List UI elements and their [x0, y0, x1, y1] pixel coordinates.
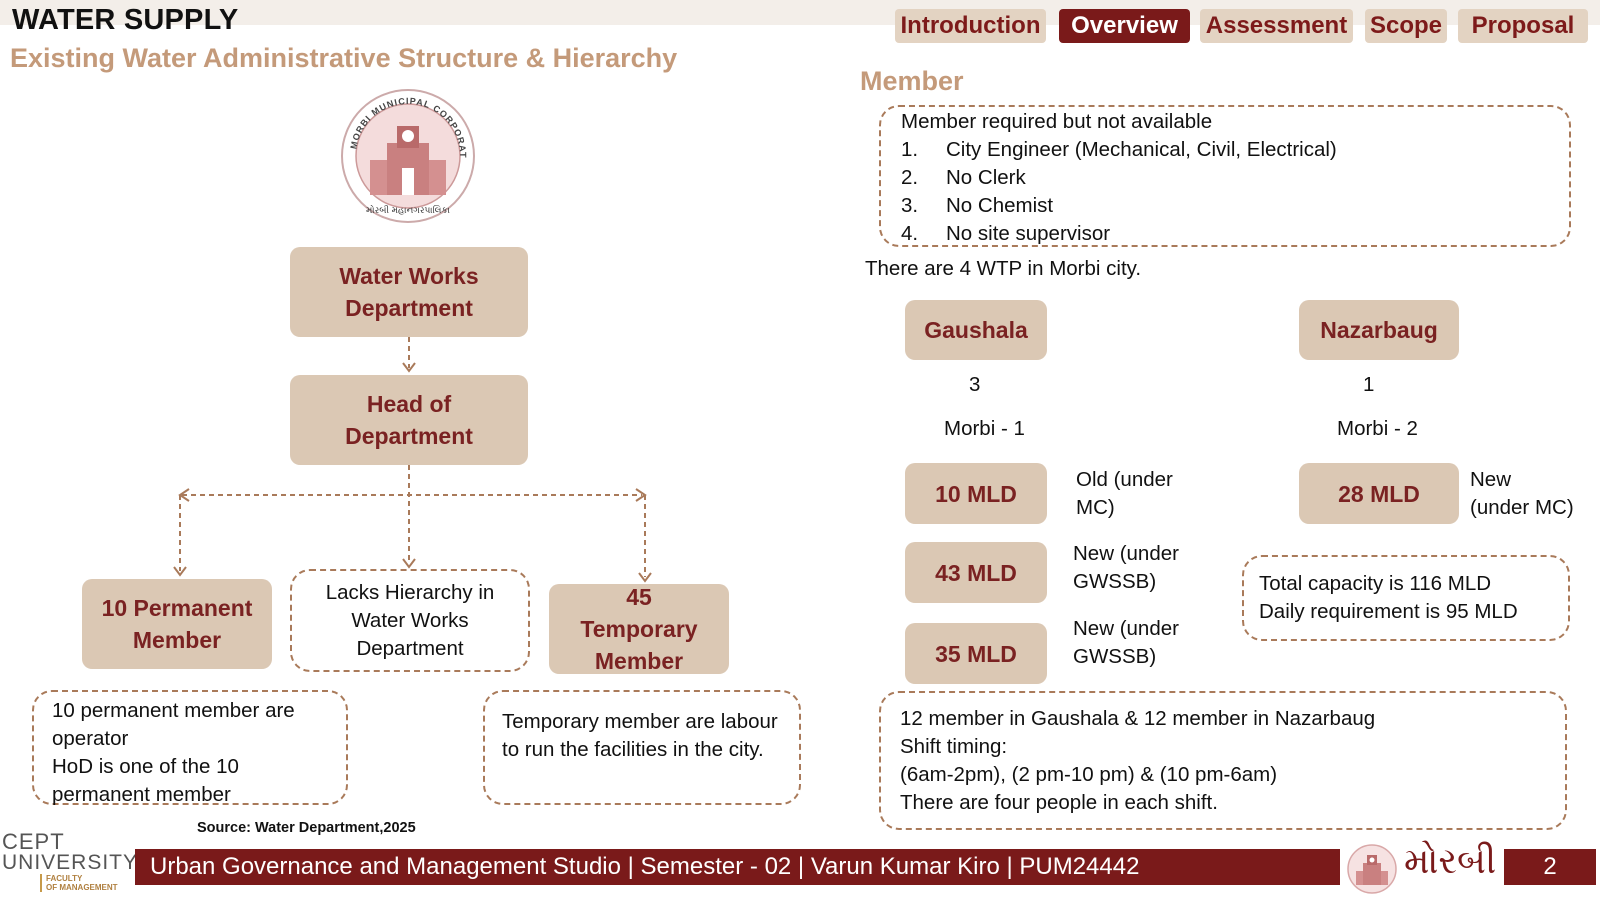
- wtp-count-text: There are 4 WTP in Morbi city.: [865, 257, 1142, 280]
- nazarbaug-box: Nazarbaug: [1299, 300, 1459, 360]
- water-works-department-box: Water Works Department: [290, 247, 528, 337]
- capacity-28mld-box: 28 MLD: [1299, 463, 1459, 524]
- capacity-43mld-box: 43 MLD: [905, 542, 1047, 603]
- footer-bar: Urban Governance and Management Studio |…: [135, 849, 1340, 885]
- svg-text:મોરબી મહાનગરપાલિકા: મોરબી મહાનગરપાલિકા: [366, 204, 450, 215]
- capacity-35mld-box: 35 MLD: [905, 623, 1047, 684]
- head-of-department-box: Head of Department: [290, 375, 528, 465]
- morbi-gujarati-wordmark: મોરબી: [1404, 840, 1497, 881]
- gaushala-zone: Morbi - 1: [944, 417, 1025, 440]
- tab-introduction[interactable]: Introduction: [895, 9, 1046, 43]
- gaushala-box: Gaushala: [905, 300, 1047, 360]
- tab-assessment[interactable]: Assessment: [1200, 9, 1353, 43]
- source-note: Source: Water Department,2025: [197, 820, 416, 836]
- tab-scope[interactable]: Scope: [1365, 9, 1447, 43]
- page-title: WATER SUPPLY: [12, 4, 239, 36]
- temporary-member-note: Temporary member are labour to run the f…: [483, 690, 801, 805]
- morbi-footer-logo-icon: [1346, 843, 1398, 895]
- page-subtitle: Existing Water Administrative Structure …: [10, 43, 678, 73]
- tab-proposal[interactable]: Proposal: [1458, 9, 1588, 43]
- list-item: 4.No site supervisor: [901, 222, 1111, 245]
- nazarbaug-count: 1: [1363, 373, 1375, 396]
- list-item: 3.No Chemist: [901, 194, 1054, 217]
- member-heading: Member: [860, 66, 964, 96]
- temporary-member-box: 45 Temporary Member: [549, 584, 729, 674]
- list-item: 1.City Engineer (Mechanical, Civil, Elec…: [901, 138, 1337, 161]
- member-required-box: Member required but not available 1.City…: [879, 105, 1571, 247]
- footer-text: Urban Governance and Management Studio |…: [150, 853, 1140, 880]
- permanent-member-note: 10 permanent member are operator HoD is …: [32, 690, 348, 806]
- morbi-municipal-logo: MORBI MUNICIPAL CORPORATION મોરબી મહાનગર…: [336, 80, 476, 224]
- gaushala-count: 3: [969, 373, 981, 396]
- tab-overview[interactable]: Overview: [1059, 9, 1190, 43]
- list-item: 2.No Clerk: [901, 166, 1026, 189]
- shift-timing-box: 12 member in Gaushala & 12 member in Naz…: [879, 691, 1567, 830]
- capacity-10mld-box: 10 MLD: [905, 463, 1047, 524]
- member-required-list: 1.City Engineer (Mechanical, Civil, Elec…: [901, 136, 1569, 248]
- capacity-28mld-status: New(under MC): [1470, 468, 1574, 519]
- lacks-hierarchy-note: Lacks Hierarchy in Water Works Departmen…: [290, 569, 530, 672]
- page-number: 2: [1504, 849, 1596, 885]
- cept-university-logo: CEPT UNIVERSITY FACULTY OF MANAGEMENT: [2, 829, 139, 892]
- nazarbaug-zone: Morbi - 2: [1337, 417, 1418, 440]
- permanent-member-box: 10 Permanent Member: [82, 579, 272, 669]
- total-capacity-box: Total capacity is 116 MLD Daily requirem…: [1242, 555, 1570, 641]
- hierarchy-connectors: [173, 337, 652, 583]
